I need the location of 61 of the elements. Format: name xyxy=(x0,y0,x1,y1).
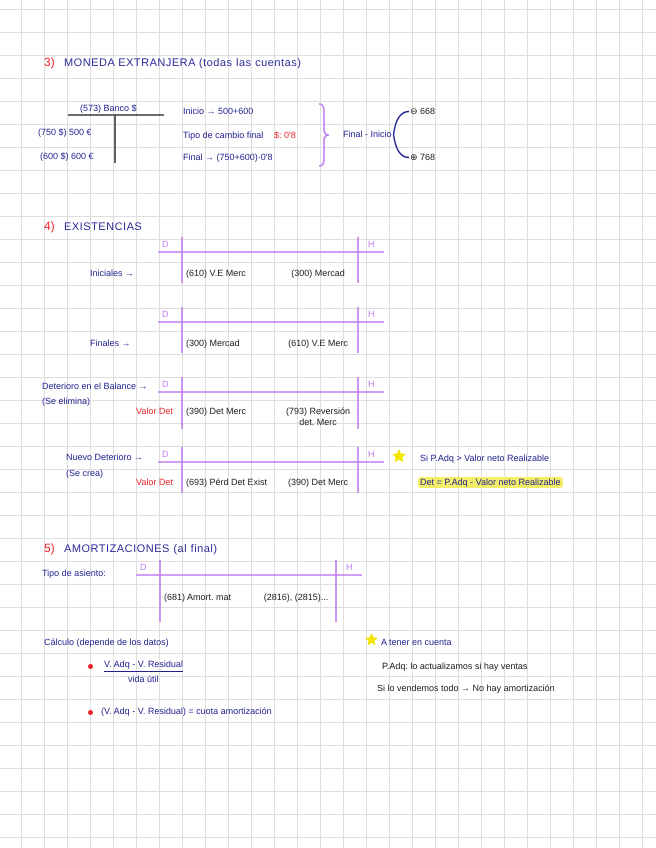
t-account xyxy=(158,446,384,494)
row-label: Iniciales → xyxy=(90,268,134,279)
credit-label: H xyxy=(346,562,352,573)
credit-label: H xyxy=(368,309,374,320)
row-label: Finales → xyxy=(90,338,131,349)
account-entry: (390) Det Merc xyxy=(286,477,350,488)
section-number: 3) xyxy=(44,56,55,69)
note-text: Final → (750+600)·0'8 xyxy=(183,152,273,163)
note-text: Si lo vendemos todo → No hay amortización xyxy=(377,683,555,694)
branch-line xyxy=(392,134,410,158)
account-code: ⊕ 768 xyxy=(410,152,436,163)
row-label: Deterioro en el Balance → xyxy=(42,381,148,392)
exchange-rate: $: 0'8 xyxy=(274,130,296,141)
debit-label: D xyxy=(162,379,168,390)
row-label: Nuevo Deterioro → xyxy=(66,452,144,463)
account-entry: (390) Det Merc xyxy=(186,406,246,417)
row-label: Tipo de asiento: xyxy=(42,568,106,579)
note-text: Inicio → 500+600 xyxy=(183,106,254,117)
note-text: Tipo de cambio final xyxy=(183,130,264,141)
section-number: 4) xyxy=(44,220,55,233)
credit-label: H xyxy=(368,239,374,250)
account-entry: (300) Mercad xyxy=(290,268,346,279)
account-code: ⊖ 668 xyxy=(410,106,436,117)
difference-label: Final - Inicio xyxy=(343,129,392,140)
account-entry: (750 $) 500 € xyxy=(38,127,92,138)
formula-denominator: vida útil xyxy=(128,674,159,685)
credit-label: H xyxy=(368,379,374,390)
section-heading: MONEDA EXTRANJERA (todas las cuentas) xyxy=(64,57,302,70)
credit-label: H xyxy=(368,449,374,460)
row-note: (Se crea) xyxy=(66,468,104,479)
amount-note: Valor Det xyxy=(136,406,173,417)
account-entry: (610) V.E Merc xyxy=(287,338,349,349)
subheading: Cálculo (depende de los datos) xyxy=(44,637,169,648)
debit-label: D xyxy=(140,562,146,573)
debit-label: D xyxy=(162,309,168,320)
account-entry: (681) Amort. mat xyxy=(164,592,232,603)
account-title: (573) Banco $ xyxy=(80,103,137,114)
t-account xyxy=(136,559,362,623)
amount-note: Valor Det xyxy=(136,477,173,488)
condition-note: Si P.Adq > Valor neto Realizable xyxy=(420,453,550,464)
formula-text: (V. Adq - V. Residual) = cuota amortización xyxy=(101,706,272,717)
account-entry: (300) Mercad xyxy=(186,338,240,349)
account-entry: (2816), (2815)... xyxy=(262,592,330,603)
account-entry: (600 $) 600 € xyxy=(40,151,94,162)
account-entry: (610) V.E Merc xyxy=(186,268,246,279)
row-note: (Se elimina) xyxy=(42,396,90,407)
account-entry: (793) Reversión det. Merc xyxy=(284,406,352,428)
t-account xyxy=(158,236,384,284)
t-account xyxy=(158,376,384,430)
formula-numerator: V. Adq - V. Residual xyxy=(104,659,183,672)
section-heading: EXISTENCIAS xyxy=(64,221,142,234)
t-account xyxy=(158,306,384,354)
highlighted-note: Det = P.Adq - Valor neto Realizable xyxy=(418,477,563,488)
note-text: P.Adq: lo actualizamos si hay ventas xyxy=(382,661,528,672)
note-heading: A tener en cuenta xyxy=(381,637,452,648)
section-number: 5) xyxy=(44,542,55,555)
debit-label: D xyxy=(162,239,168,250)
branch-line xyxy=(392,110,410,135)
account-entry: (693) Pérd Det Exist xyxy=(186,477,268,488)
debit-label: D xyxy=(162,449,168,460)
section-heading: AMORTIZACIONES (al final) xyxy=(64,543,218,556)
